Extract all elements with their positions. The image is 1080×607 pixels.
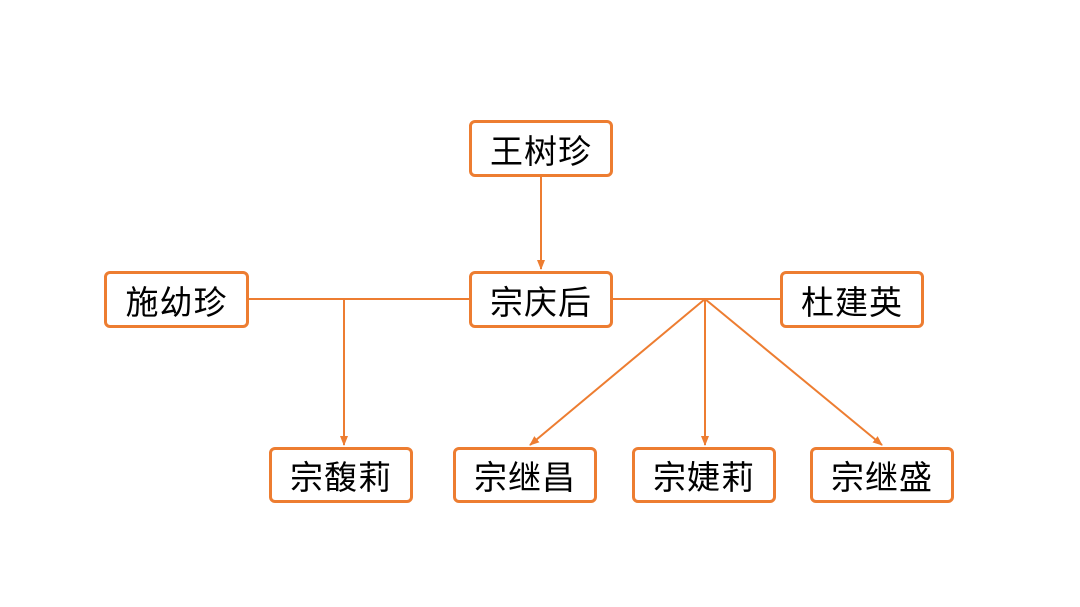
node-shi-youzhen: 施幼珍 (104, 271, 249, 328)
edge-to-zong-jisheng (704, 298, 883, 446)
node-du-jianying: 杜建英 (780, 271, 924, 328)
edge-to-zong-jichang (529, 298, 706, 446)
node-zong-fuli: 宗馥莉 (269, 447, 413, 503)
node-zong-jieli: 宗婕莉 (632, 447, 776, 503)
node-zong-jichang: 宗继昌 (453, 447, 597, 503)
node-zong-qinghou: 宗庆后 (469, 271, 613, 328)
node-zong-jisheng: 宗继盛 (810, 447, 954, 503)
node-wang-shuzhen: 王树珍 (469, 120, 613, 177)
